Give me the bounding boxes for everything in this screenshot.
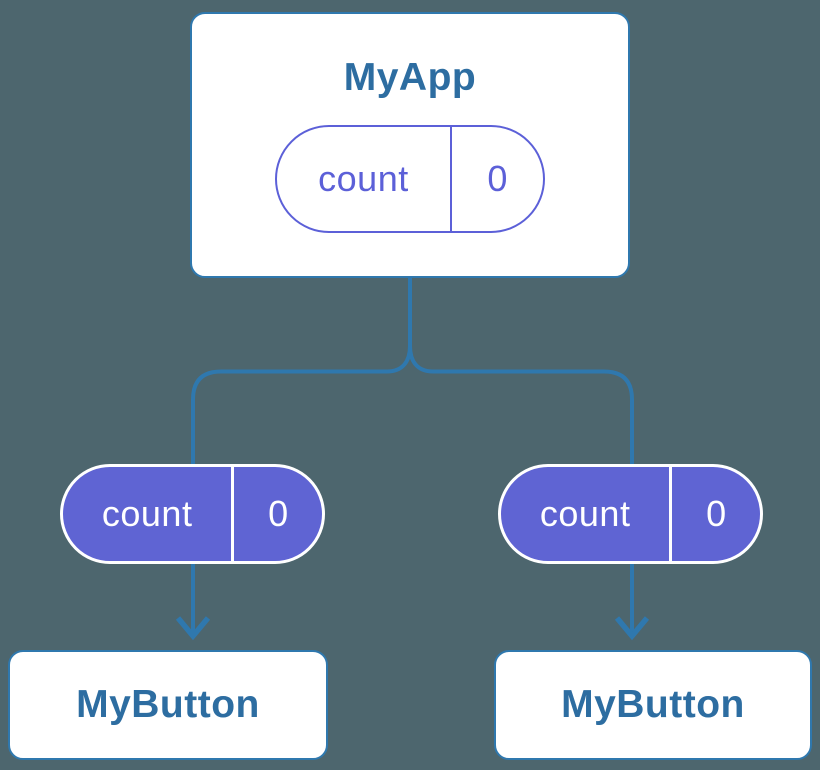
connector-branch-right xyxy=(408,345,634,632)
state-value: 0 xyxy=(669,467,760,561)
state-label: count xyxy=(318,157,409,199)
child-component-title: MyButton xyxy=(76,682,260,726)
arrowhead-left-icon xyxy=(175,616,211,641)
state-label: count xyxy=(539,493,631,534)
child-component-card-right: MyButton xyxy=(494,650,812,760)
state-value: 0 xyxy=(231,467,322,561)
state-value: 0 xyxy=(449,126,543,231)
connector-branch-left xyxy=(191,345,412,632)
parent-component-card: MyApp count 0 xyxy=(190,12,630,278)
parent-component-title: MyApp xyxy=(343,56,477,99)
state-label: count xyxy=(101,493,193,534)
child-component-title: MyButton xyxy=(561,682,745,726)
arrowhead-right-icon xyxy=(614,616,650,641)
child-state-pill-right: count 0 xyxy=(498,464,763,564)
child-component-card-left: MyButton xyxy=(8,650,328,760)
parent-state-pill: count 0 xyxy=(275,124,545,233)
child-state-pill-left: count 0 xyxy=(60,464,325,564)
